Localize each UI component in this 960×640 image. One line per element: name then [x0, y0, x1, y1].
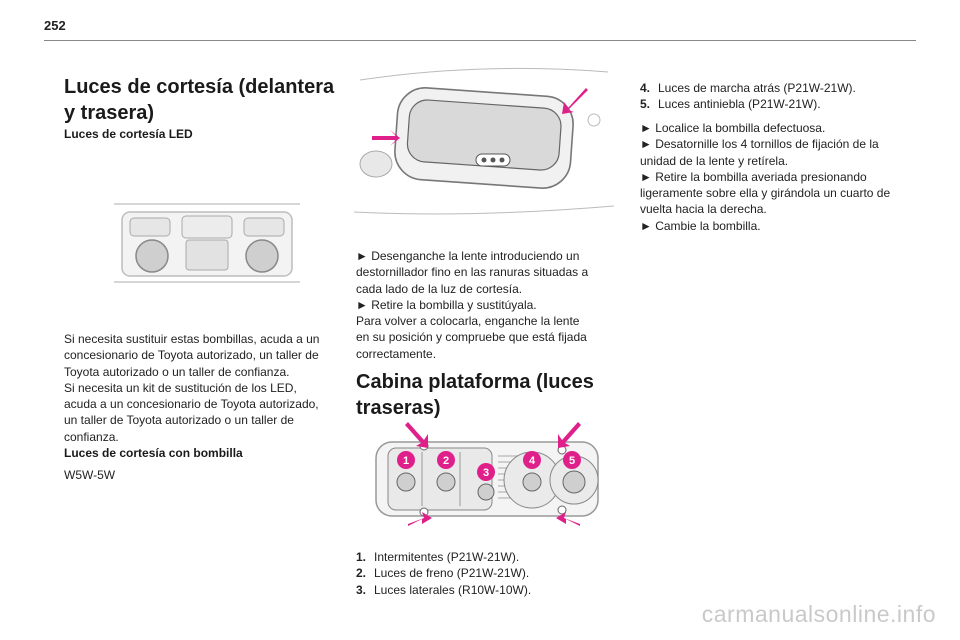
- callout-2: 2: [443, 455, 449, 467]
- item-number: 5.: [640, 97, 651, 112]
- pointer-arrow: [405, 422, 428, 448]
- step-line: destornillador fino en las ranuras situa…: [356, 265, 589, 280]
- step-line: cada lado de la luz de cortesía.: [356, 281, 523, 296]
- item-text: Luces de marcha atrás (P21W-21W).: [658, 81, 856, 95]
- bulb-replacement-steps: ► Localice la bombilla defectuosa. ► Des…: [640, 120, 900, 234]
- callout-4: 4: [529, 455, 536, 467]
- item-text: Luces antiniebla (P21W-21W).: [658, 97, 821, 112]
- step-line: ► Retire la bombilla averiada presionand…: [640, 169, 867, 184]
- pointer-arrow: [408, 512, 432, 526]
- step-line: vuelta hacia la derecha.: [640, 202, 767, 217]
- page-number: 252: [44, 18, 66, 33]
- step-line: unidad de la lente y retírela.: [640, 153, 789, 168]
- step-line: Para volver a colocarla, enganche la len…: [356, 314, 580, 329]
- item-text: Luces de freno (P21W-21W).: [374, 566, 530, 581]
- bulb-list-part1: 1. Intermitentes (P21W-21W). 2. Luces de f…: [356, 549, 531, 598]
- callout-3: 3: [483, 467, 489, 479]
- section-title-courtesy-lights: Luces de cortesía (delantera y trasera): [64, 74, 354, 126]
- subheading-led: Luces de cortesía LED: [64, 127, 193, 141]
- step-line: correctamente.: [356, 346, 437, 361]
- watermark: carmanualsonline.info: [701, 601, 936, 627]
- lens-removal-steps: ► Desenganche la lente introduciendo un …: [356, 248, 616, 362]
- pointer-arrow: [556, 512, 580, 526]
- callout-1: 1: [403, 455, 409, 467]
- step-line: ► Desenganche la lente introduciendo un: [356, 249, 580, 263]
- pointer-arrow: [558, 422, 581, 448]
- led-courtesy-light-illustration: [114, 203, 300, 283]
- list-item: 5. Luces antiniebla (P21W-21W).: [640, 96, 856, 112]
- item-number: 2.: [356, 566, 367, 581]
- title-line-2: y trasera): [64, 102, 155, 124]
- pointer-arrow-right: [562, 88, 588, 114]
- list-item: 3. Luces laterales (R10W-10W).: [356, 582, 531, 598]
- para-line: acuda a un concesionario de Toyota autor…: [64, 397, 319, 412]
- courtesy-light-lens-illustration: [353, 67, 615, 215]
- item-number: 1.: [356, 550, 367, 564]
- title-line-2: traseras): [356, 397, 441, 419]
- item-number: 3.: [356, 582, 367, 597]
- list-item: 1. Intermitentes (P21W-21W).: [356, 549, 531, 565]
- step-line: ► Localice la bombilla defectuosa.: [640, 121, 826, 135]
- step-line: ► Retire la bombilla y sustitúyala.: [356, 297, 537, 312]
- step-line: ► Cambie la bombilla.: [640, 218, 761, 233]
- para-line: Si necesita sustituir estas bombillas, a…: [64, 332, 320, 346]
- para-line: concesionario de Toyota autorizado, un t…: [64, 348, 319, 363]
- step-line: ► Desatornille los 4 tornillos de fijaci…: [640, 137, 879, 152]
- para-line: Toyota autorizado o un taller de confian…: [64, 364, 290, 379]
- subheading-bulb: Luces de cortesía con bombilla: [64, 446, 243, 460]
- step-line: en su posición y compruebe que está fija…: [356, 330, 587, 345]
- bulb-list-part2: 4. Luces de marcha atrás (P21W-21W). 5. Lu…: [640, 80, 856, 113]
- list-item: 2. Luces de freno (P21W-21W).: [356, 565, 531, 581]
- para-line: Si necesita un kit de sustitución de los…: [64, 380, 297, 395]
- para-line: confianza.: [64, 429, 119, 444]
- rear-lamp-cluster-illustration: 1 2 3 4 5: [375, 422, 599, 526]
- led-replacement-paragraph: Si necesita sustituir estas bombillas, a…: [64, 331, 354, 445]
- step-line: ligeramente sobre ella y girándola un cu…: [640, 186, 891, 201]
- item-number: 4.: [640, 81, 651, 95]
- list-item: 4. Luces de marcha atrás (P21W-21W).: [640, 80, 856, 96]
- item-text: Luces laterales (R10W-10W).: [374, 582, 532, 597]
- bulb-type: W5W-5W: [64, 468, 116, 482]
- title-line-1: Cabina plataforma (luces: [356, 371, 594, 393]
- section-title-platform-cab: Cabina plataforma (luces traseras): [356, 369, 616, 421]
- item-text: Intermitentes (P21W-21W).: [374, 550, 520, 564]
- pointer-arrow-left: [372, 130, 400, 146]
- header-rule: [44, 40, 916, 41]
- title-line-1: Luces de cortesía (delantera: [64, 76, 335, 98]
- callout-5: 5: [569, 455, 575, 467]
- para-line: un taller de Toyota autorizado o un tall…: [64, 413, 294, 428]
